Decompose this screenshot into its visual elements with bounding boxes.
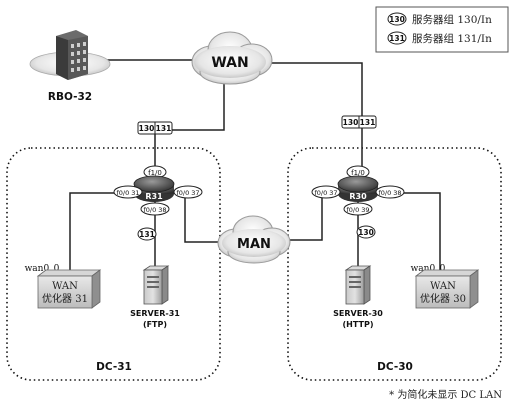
server-30: SERVER-30 (HTTP) (333, 265, 383, 329)
legend-label-131: 服务器组 131/In (412, 32, 492, 45)
r31-uplink-badge-131: 131 (156, 124, 172, 133)
rbo-32-site: RBO-32 (29, 30, 111, 103)
svg-text:130: 130 (358, 228, 374, 237)
server-31-protocol: (FTP) (143, 320, 167, 329)
man-cloud-label: MAN (237, 237, 271, 252)
r30-uplink-badges: 130 131 (341, 115, 377, 129)
wan-cloud-label: WAN (211, 55, 248, 71)
legend: 130 服务器组 130/In 131 服务器组 131/In (375, 6, 509, 53)
server-31: SERVER-31 (FTP) (130, 265, 180, 329)
building-icon (56, 30, 88, 80)
server-30-badge: 130 (356, 225, 376, 239)
legend-item-130: 130 服务器组 130/In (387, 12, 492, 26)
r30-if-left: f0/0 37 (314, 189, 337, 197)
wan-cloud: WAN (191, 31, 273, 85)
r31-uplink-badges: 130 131 (137, 121, 173, 135)
man-cloud: MAN (217, 215, 291, 264)
r30-uplink-badge-131: 131 (360, 118, 376, 127)
wan-optimizer-31-port: wan0_0 (25, 264, 60, 274)
r30-if-top: f1/0 (351, 169, 365, 177)
legend-item-131: 131 服务器组 131/In (387, 31, 492, 45)
router-icon: R31 (133, 175, 175, 202)
r30-if-right: f0/0 38 (378, 189, 401, 197)
r31-if-right: f0/0 37 (176, 189, 199, 197)
rbo-32-label: RBO-32 (48, 91, 92, 103)
r30-name: R30 (349, 192, 367, 201)
r31-if-top: f1/0 (148, 169, 162, 177)
router-r30: f1/0 R30 f0/0 37 f0/0 38 f0/0 39 (311, 165, 405, 216)
r30-if-bottom: f0/0 39 (346, 206, 369, 214)
wan-optimizer-30-line1: WAN (430, 281, 456, 292)
server-30-name: SERVER-30 (333, 309, 383, 318)
wan-optimizer-31-line2: 优化器 31 (42, 292, 88, 305)
wan-optimizer-31: wan0_0 WAN 优化器 31 (25, 264, 102, 309)
legend-badge-130: 130 (389, 15, 405, 24)
dc-30-boundary (287, 147, 502, 381)
dc-31-boundary (6, 147, 221, 381)
r31-uplink-badge-130: 130 (139, 124, 155, 133)
server-31-badge: 131 (137, 227, 157, 241)
r31-if-left: f0/0 31 (116, 189, 139, 197)
legend-badge-131: 131 (389, 34, 405, 43)
router-icon: R30 (337, 175, 379, 202)
server-30-protocol: (HTTP) (343, 320, 374, 329)
server-icon (142, 265, 170, 305)
footnote: * 为简化未显示 DC LAN (389, 388, 502, 401)
server-31-name: SERVER-31 (130, 309, 180, 318)
wan-optimizer-30-line2: 优化器 30 (420, 292, 466, 305)
router-r31: f1/0 R31 f0/0 31 f0/0 37 f0/0 38 (113, 165, 203, 216)
wan-optimizer-30: wan0_0 WAN 优化器 30 (411, 264, 480, 309)
dc-31-label: DC-31 (96, 361, 132, 373)
r31-name: R31 (145, 192, 163, 201)
dc-30-label: DC-30 (377, 361, 413, 373)
wan-optimizer-31-line1: WAN (52, 281, 78, 292)
r30-uplink-badge-130: 130 (343, 118, 359, 127)
svg-text:131: 131 (139, 230, 155, 239)
r31-if-bottom: f0/0 38 (143, 206, 166, 214)
legend-label-130: 服务器组 130/In (412, 13, 492, 26)
wan-optimizer-30-port: wan0_0 (411, 264, 446, 274)
server-icon (344, 265, 372, 305)
